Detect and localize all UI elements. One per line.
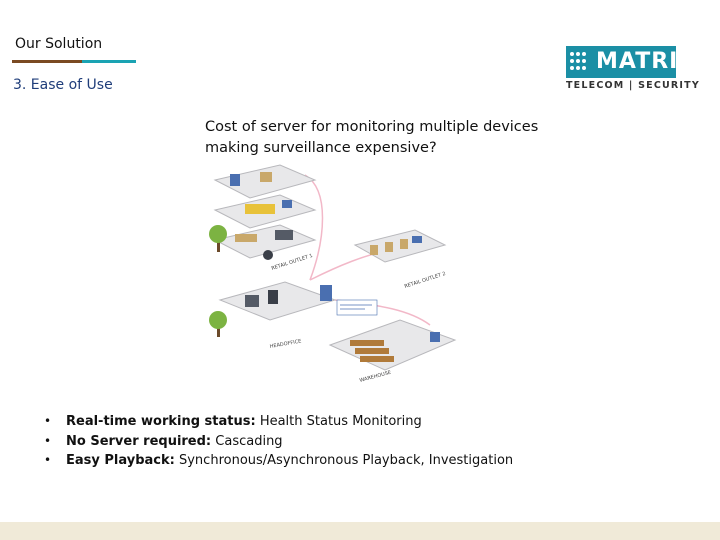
list-item: Real-time working status: Health Status …	[44, 412, 513, 432]
section-title: 3. Ease of Use	[13, 77, 113, 93]
logo-dots-icon	[570, 50, 592, 74]
list-item: No Server required: Cascading	[44, 432, 513, 452]
feature-detail: Health Status Monitoring	[255, 414, 422, 429]
header-underline-brown	[12, 60, 82, 63]
warehouse-building	[328, 319, 457, 371]
head-office-building	[218, 281, 378, 321]
logo-badge: MATRIX	[566, 46, 695, 78]
retail-outlet-2-building	[353, 229, 447, 263]
logo-tagline: TELECOM | SECURITY	[566, 80, 700, 91]
illustration-label: HEADOFFICE	[269, 339, 302, 350]
feature-detail: Synchronous/Asynchronous Playback, Inves…	[174, 453, 514, 468]
footer-band	[0, 522, 720, 540]
feature-list: Real-time working status: Health Status …	[44, 412, 513, 471]
tree-icon	[209, 225, 227, 252]
illustration-label: WAREHOUSE	[359, 370, 392, 384]
retail-outlet-1-building	[213, 164, 317, 260]
list-item: Easy Playback: Synchronous/Asynchronous …	[44, 451, 513, 471]
feature-label: Easy Playback:	[66, 453, 175, 468]
logo-wordmark: MATRIX	[596, 49, 697, 74]
slide-header-title: Our Solution	[15, 36, 103, 52]
illustration-label: RETAIL OUTLET 1	[271, 253, 314, 272]
feature-label: Real-time working status:	[66, 414, 256, 429]
header-underline-teal	[82, 60, 136, 63]
feature-detail: Cascading	[211, 433, 283, 449]
feature-label: No Server required:	[66, 433, 212, 449]
illustration-label: RETAIL OUTLET 2	[404, 271, 447, 290]
network-illustration: RETAIL OUTLET 1 RETAIL OUTLET 2 HEADOFFI…	[209, 164, 457, 384]
tree-icon	[209, 311, 227, 337]
matrix-logo: MATRIX TELECOM | SECURITY	[566, 46, 699, 96]
connection-arc	[304, 174, 324, 281]
question-text: Cost of server for monitoring multiple d…	[205, 119, 539, 156]
